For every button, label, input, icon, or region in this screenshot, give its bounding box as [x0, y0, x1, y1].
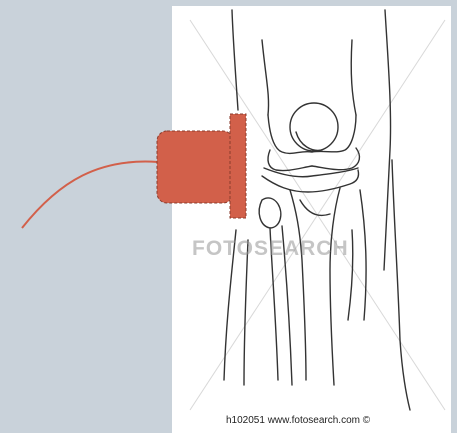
watermark-text: FOTOSEARCH [192, 237, 349, 261]
knee-anatomy-drawing [224, 10, 410, 410]
image-caption: h102051 www.fotosearch.com © [226, 415, 370, 426]
tens-device [157, 114, 246, 218]
electrode-wire [22, 162, 158, 228]
